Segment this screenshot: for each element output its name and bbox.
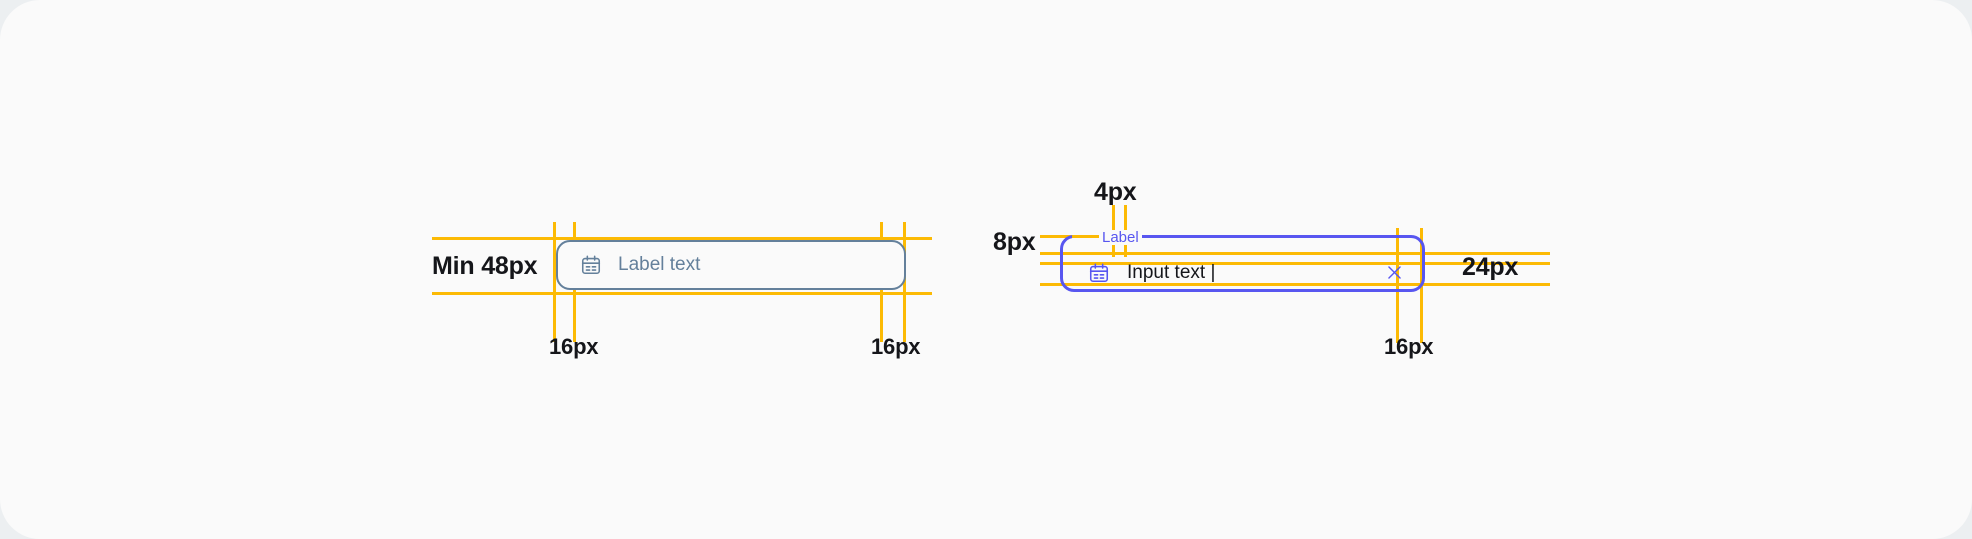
calendar-icon: [1088, 262, 1110, 284]
calendar-icon: [580, 254, 602, 276]
annotation-label-top: 4px: [1094, 178, 1137, 206]
guide-h-field-bottom: [432, 292, 932, 295]
close-icon[interactable]: [1385, 263, 1404, 282]
input-focus-border: [1060, 235, 1425, 292]
guide-h-field-top: [432, 237, 932, 240]
annotation-padding-right: 16px: [871, 334, 921, 359]
input-value-text: Input text |: [1127, 262, 1216, 283]
guide-v-clear-inner: [1396, 228, 1399, 343]
input-content-row: Input text |: [1060, 252, 1425, 294]
guide-h-label-bottom: [1040, 252, 1550, 255]
input-field-default[interactable]: Label text: [556, 240, 906, 290]
annotation-padding-left: 16px: [549, 334, 599, 359]
input-floating-label: Label: [1099, 230, 1142, 245]
annotation-label-left: 8px: [993, 228, 1036, 256]
guide-h-content-top: [1040, 262, 1550, 265]
input-label-text: Label text: [618, 254, 701, 275]
guide-h-content-bottom: [1040, 283, 1550, 286]
guide-v-left-outer: [553, 222, 556, 342]
annotation-clear-padding: 16px: [1384, 334, 1434, 359]
annotation-min-height: Min 48px: [432, 252, 538, 280]
annotation-content-height: 24px: [1462, 253, 1519, 281]
input-field-focused[interactable]: [1060, 235, 1425, 292]
